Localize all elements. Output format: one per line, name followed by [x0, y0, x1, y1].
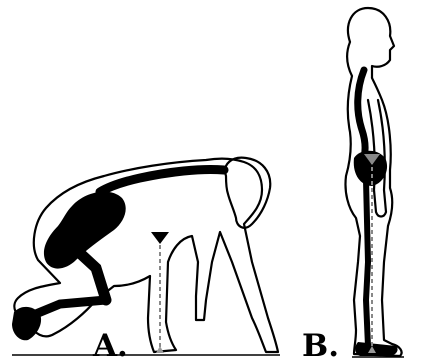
figure-a-femur — [70, 244, 106, 300]
figure-b-spine — [358, 70, 365, 164]
figure-a-head — [225, 158, 270, 228]
figure-a-foot-contact-icon — [156, 346, 164, 353]
figure-b-body-outline — [345, 42, 401, 356]
label-a: A. — [92, 328, 128, 363]
figure-b-head — [348, 8, 394, 78]
figure-b-upright — [345, 8, 401, 356]
label-b: B. — [302, 328, 339, 363]
figure-a-quadruped — [12, 158, 278, 353]
figure-b-leg-bone — [366, 180, 368, 346]
figure-a-gravity-marker-icon — [151, 232, 169, 244]
figure-a-foot — [12, 307, 41, 340]
